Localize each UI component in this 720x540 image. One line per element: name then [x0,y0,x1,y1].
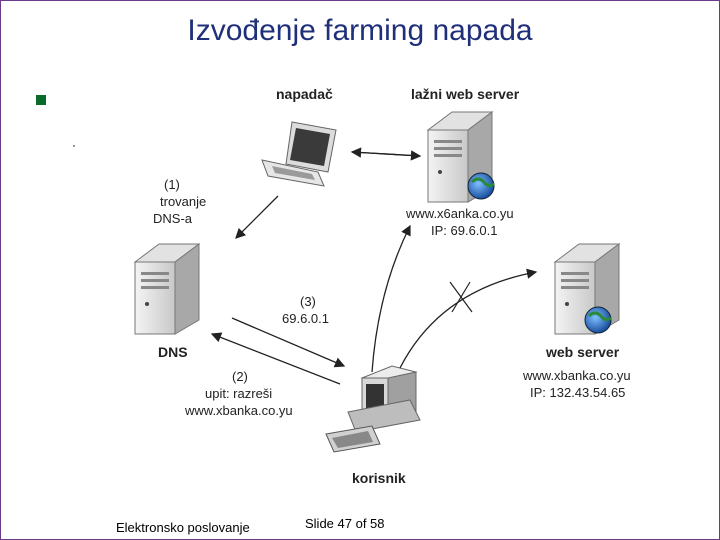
step3-number: (3) [300,294,316,309]
fake-server-icon [428,112,494,202]
web-server-icon [555,244,619,334]
step3-line1: 69.6.0.1 [282,311,329,326]
step2-line2: www.xbanka.co.yu [185,403,293,418]
step1-line1: trovanje [160,194,206,209]
arrow-attacker-to-server [352,152,420,156]
arrow-dns-poisoning [236,196,278,238]
dns-label: DNS [158,344,188,360]
footer-slide-number: Slide 47 of 58 [305,516,385,531]
step2-number: (2) [232,369,248,384]
fake-server-ip: IP: 69.6.0.1 [431,223,498,238]
attacker-label: napadač [276,86,333,102]
web-server-label: web server [546,344,619,360]
web-server-ip: IP: 132.43.54.65 [530,385,625,400]
fake-server-domain: www.x6anka.co.yu [406,206,514,221]
step1-line2: DNS-a [153,211,192,226]
user-computer-icon [326,366,420,452]
footer-course: Elektronsko poslovanje [116,520,250,535]
arrow-user-to-fake-server [372,226,410,372]
step1-number: (1) [164,177,180,192]
web-server-domain: www.xbanka.co.yu [523,368,631,383]
user-label: korisnik [352,470,406,486]
fake-server-label: lažni web server [411,86,519,102]
attacker-laptop-icon [262,122,336,186]
step2-line1: upit: razreši [205,386,272,401]
dns-server-icon [135,244,199,334]
